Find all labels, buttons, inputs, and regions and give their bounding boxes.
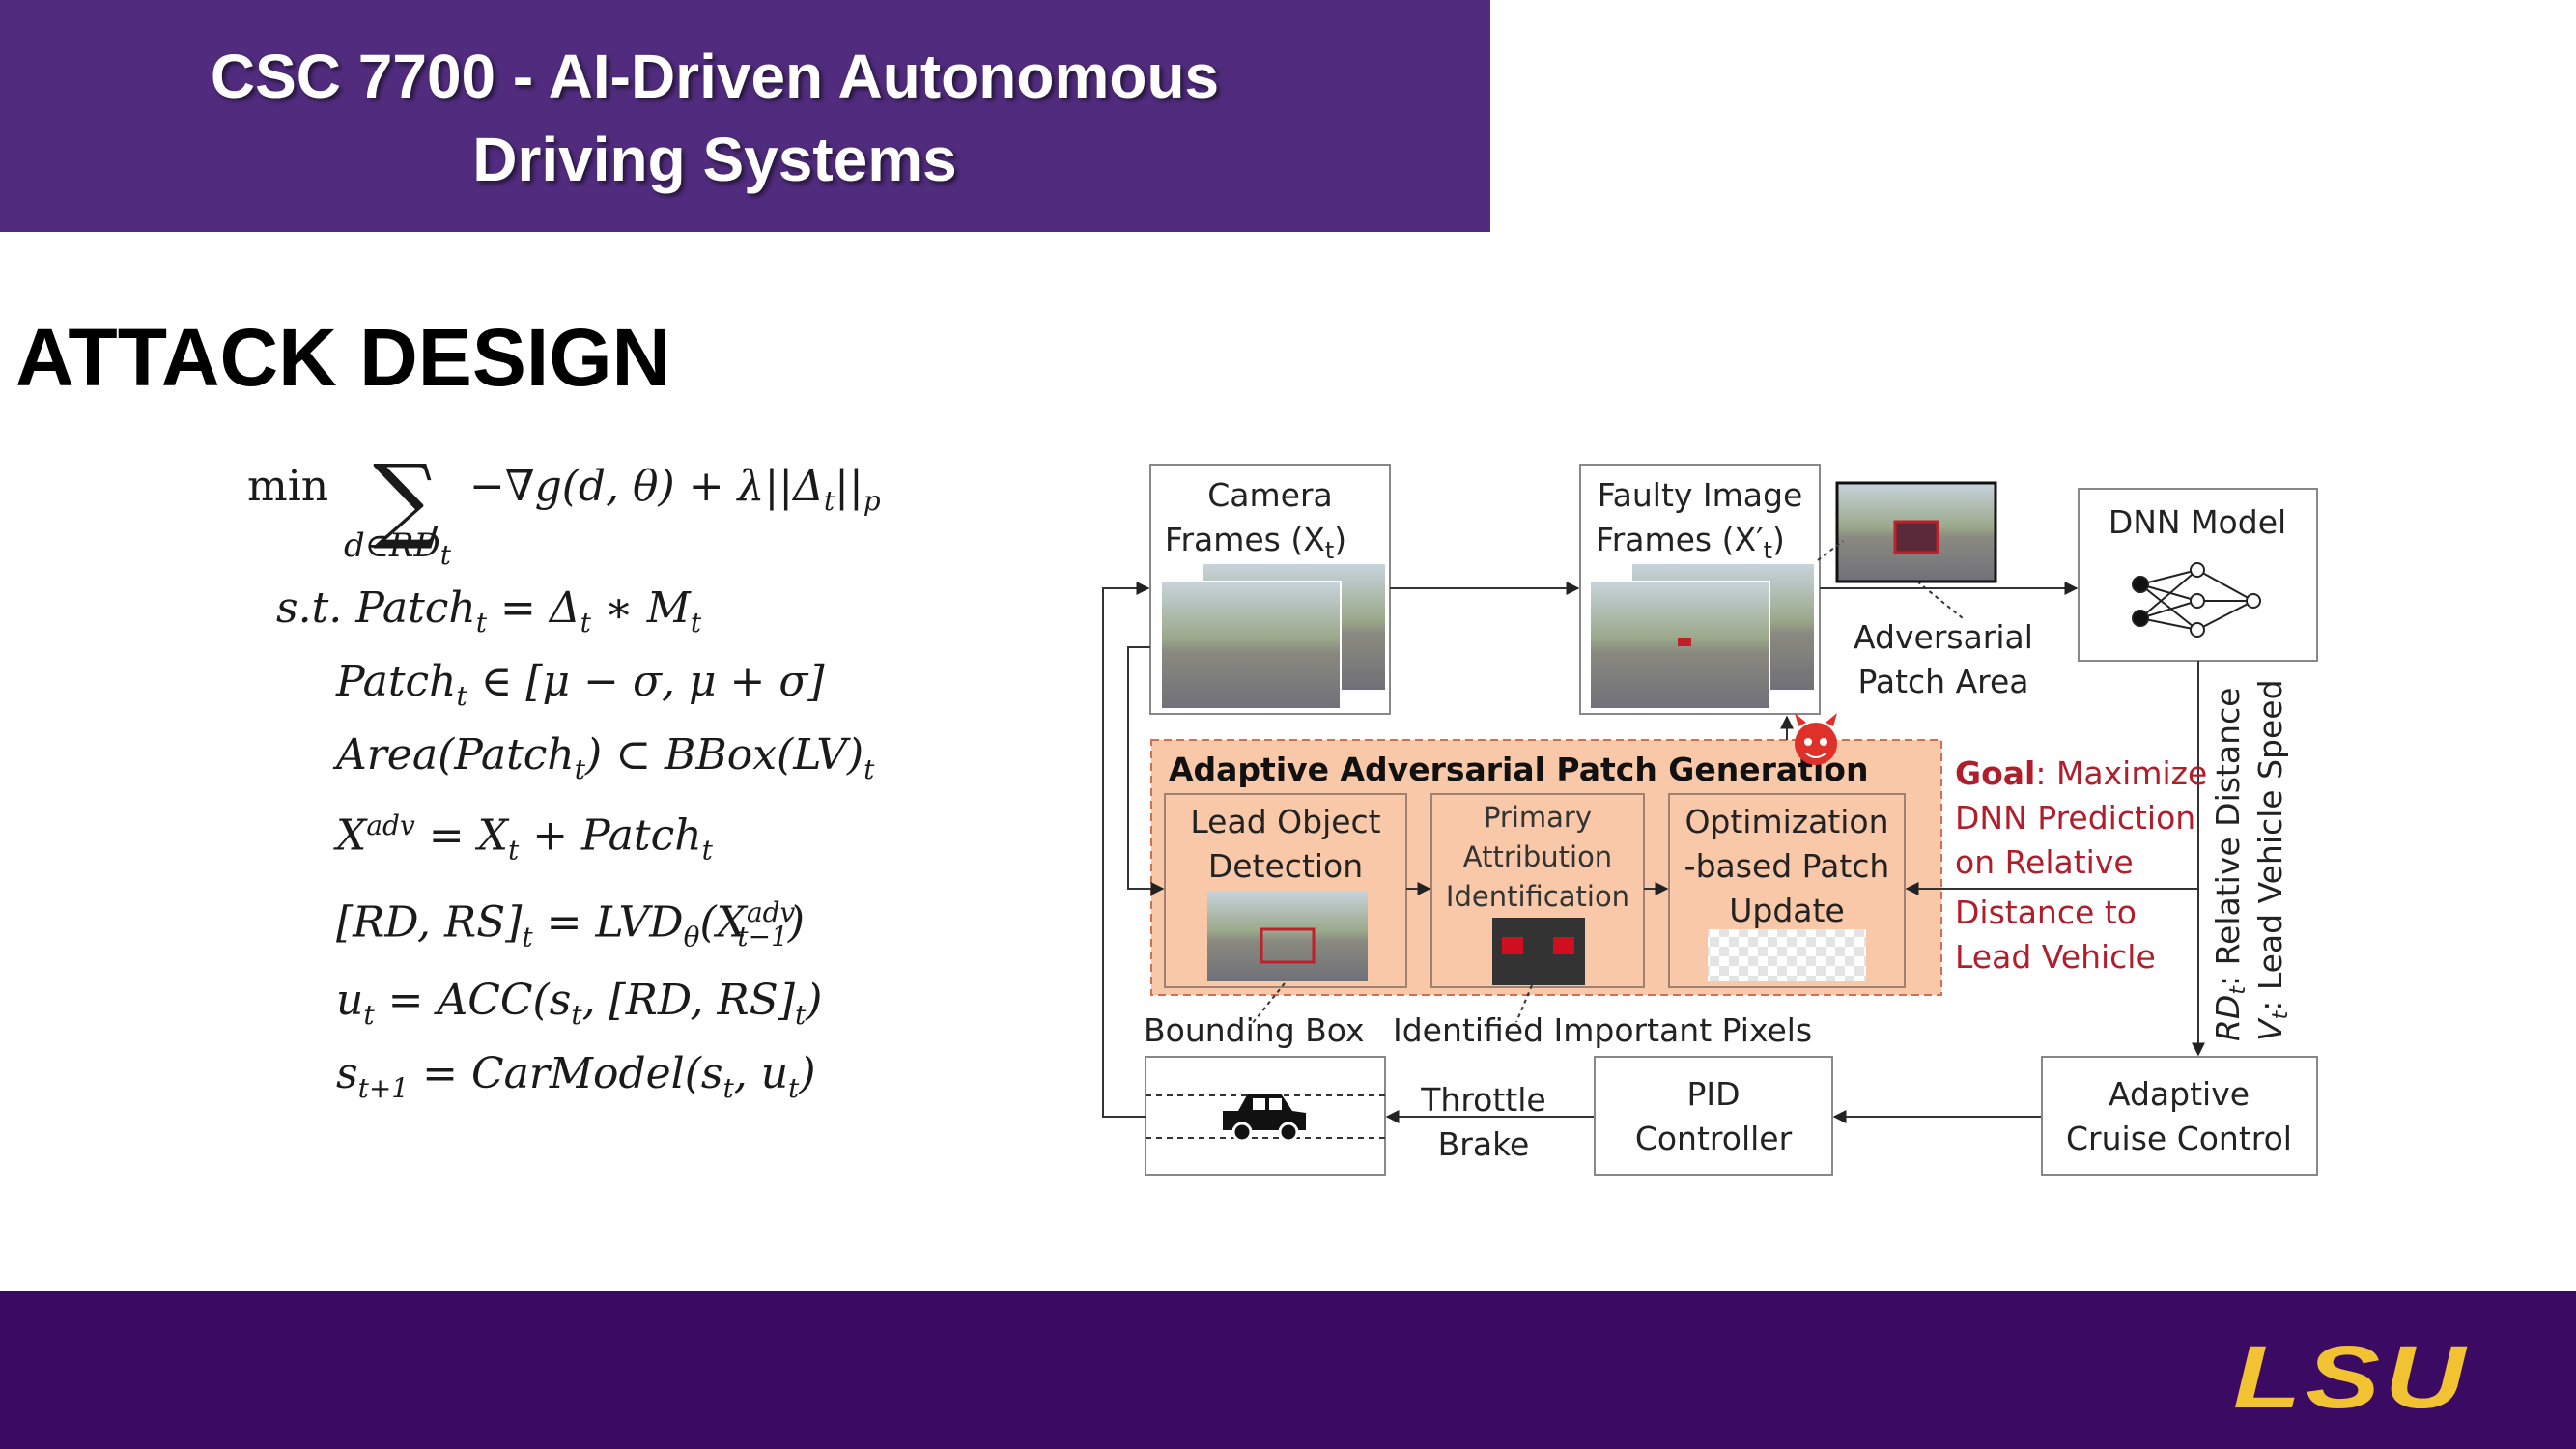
zoomed-car-patch [1893,520,1939,554]
primary-label-3: Identification [1446,880,1629,913]
pid-label-1: PID [1686,1075,1740,1113]
goal-label: Goal [1955,754,2035,792]
slide-title-line-1: CSC 7700 - AI-Driven Autonomous [210,42,1220,111]
footer-bar [0,1291,2576,1449]
equation-constraint-7: st+1 = CarModel(st, ut) [336,1049,816,1104]
equation-constraint-3: Area(Patcht) ⊂ BBox(LV)t [336,730,875,785]
lead-object-label-1: Lead Object [1190,803,1380,840]
goal-line-5: Lead Vehicle [1955,938,2156,976]
goal-line-3: on Relative [1955,843,2134,881]
lead-vehicle-speed-label: Vt: Lead Vehicle Speed [2251,679,2293,1041]
camera-frames-label-1: Camera [1207,476,1333,514]
faulty-label-3: ) [1772,521,1785,558]
pid-controller-box: PID Controller [1594,1056,1833,1176]
lsu-logo: LSU [2233,1328,2470,1427]
optimization-label-1: Optimization [1684,803,1888,840]
faulty-label-sub: t [1764,537,1772,564]
bounding-box-label: Bounding Box [1144,1011,1364,1049]
faulty-label-1: Faulty Image [1598,476,1803,514]
acc-label-1: Adaptive [2109,1075,2250,1113]
faulty-label-2: Frames (X′ [1596,521,1763,558]
goal-line-1: : Maximize [2035,754,2207,792]
important-pixels-label: Identified Important Pixels [1393,1011,1812,1049]
equation-constraint-6: ut = ACC(st, [RD, RS]t) [336,976,823,1031]
equation-objective-min: min [247,462,329,511]
primary-label-2: Attribution [1463,840,1612,873]
equation-objective-body: −∇g(d, θ) + λ||Δt||p [469,462,881,517]
car-icon [1223,1094,1306,1143]
patch-checker-image [1708,929,1866,981]
svg-text:Frames (Xt): Frames (Xt) [1165,521,1346,564]
devil-attacker-icon [1795,713,1837,765]
bounding-box-marker [1260,927,1316,964]
primary-label-1: Primary [1484,801,1592,834]
relative-distance-label: RDt: Relative Distance [2209,688,2250,1041]
slide-title: CSC 7700 - AI-Driven Autonomous Driving … [0,35,1430,201]
title-banner [0,0,1490,232]
svg-text:Frames (X′t): Frames (X′t) [1596,521,1785,564]
camera-frames-label-3: ) [1334,521,1346,558]
lead-object-image [1207,891,1368,981]
equation-constraint-2: Patcht ∈ [μ − σ, μ + σ] [336,657,825,712]
svg-text:Goal: Maximize: Goal: Maximize [1955,754,2207,792]
patch-marker [1678,638,1691,646]
optimization-label-3: Update [1729,892,1845,929]
pid-label-2: Controller [1635,1120,1793,1157]
adversarial-patch-label-2: Patch Area [1857,663,2028,700]
equation-constraint-4: Xadv = Xt + Patcht [336,810,713,867]
brake-label: Brake [1438,1125,1530,1163]
camera-frames-box: Camera Frames (Xt) [1149,464,1391,715]
faulty-image-box: Faulty Image Frames (X′t) [1579,464,1821,715]
acc-label-2: Cruise Control [2066,1120,2292,1157]
goal-line-4: Distance to [1955,894,2137,931]
dnn-model-label: DNN Model [2109,503,2286,541]
vehicle-box [1145,1056,1386,1176]
camera-frames-label-sub: t [1325,537,1334,564]
adaptive-cruise-control-box: Adaptive Cruise Control [2041,1056,2318,1176]
neural-network-icon [2132,562,2261,638]
dnn-model-box: DNN Model [2078,488,2318,662]
section-heading: ATTACK DESIGN [15,312,671,403]
throttle-label: Throttle [1420,1081,1545,1119]
camera-frame-front-image [1160,581,1342,710]
adaptive-patch-generation-box: Adaptive Adversarial Patch Generation Le… [1150,739,1942,996]
lead-object-label-2: Detection [1208,847,1363,885]
equation-objective-sub: d∈RDt [344,526,452,571]
equation-constraint-5: [RD, RS]t = LVDθ(Xadvt−1) [336,896,806,953]
adversarial-patch-label-1: Adversarial [1854,618,2033,656]
equation-constraint-1: s.t. Patcht = Δt ∗ Mt [276,583,702,639]
slide-title-line-2: Driving Systems [472,125,957,194]
adaptive-patch-title: Adaptive Adversarial Patch Generation [1169,751,1868,788]
camera-frames-label-2: Frames (X [1165,521,1325,558]
optimization-label-2: -based Patch [1684,847,1890,885]
goal-line-2: DNN Prediction [1955,799,2195,837]
adversarial-patch-zoom-image [1835,481,1997,583]
summation-symbol: ∑ [373,444,439,553]
